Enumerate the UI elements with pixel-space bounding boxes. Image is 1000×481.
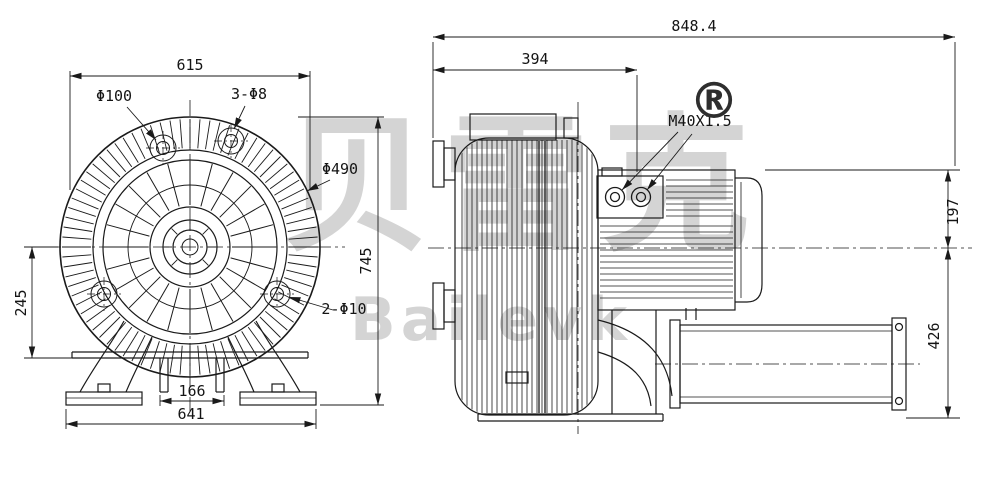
- silencer-bolt-bottom: [894, 396, 904, 406]
- brand-watermark-latin: Bailevk: [350, 285, 633, 355]
- dim-text-197: 197: [944, 198, 962, 225]
- base-frame: [477, 310, 664, 422]
- silencer: [669, 317, 907, 411]
- dim-text-641: 641: [177, 405, 204, 423]
- lifting-lug: [563, 117, 579, 139]
- blower-housing: [454, 113, 599, 416]
- label-top-holes: 3-Φ8: [231, 85, 267, 130]
- dim-total-length: 848.4: [432, 17, 956, 166]
- dim-text-615: 615: [176, 56, 203, 74]
- dim-text-745: 745: [357, 247, 375, 274]
- inlet-flanges: [432, 140, 456, 330]
- label-outer-diameter: Φ490: [306, 160, 358, 192]
- blower-front-view: [45, 100, 345, 412]
- dim-text-848-4: 848.4: [671, 17, 716, 35]
- hub-spokes: [164, 221, 216, 273]
- motor: [597, 169, 763, 311]
- dim-feet-spacing: 166: [159, 382, 225, 406]
- motor-fins-upper: [666, 179, 733, 217]
- label-text-m40x15: M40X1.5: [668, 112, 731, 130]
- label-text-2phi10: 2-Φ10: [321, 300, 366, 318]
- blower-side-view: [428, 102, 972, 434]
- dim-front-length: 394: [433, 50, 638, 172]
- support-legs: [79, 320, 301, 393]
- label-text-phi100: Φ100: [96, 87, 132, 105]
- cable-glands: [604, 186, 652, 208]
- mounting-hole-bottom-left: [87, 277, 121, 311]
- label-bottom-holes: 2-Φ10: [288, 296, 367, 318]
- top-cap: [469, 113, 557, 141]
- impeller-spokes: [104, 161, 276, 333]
- dim-top-width: 615: [69, 56, 311, 190]
- foot-pads: [65, 383, 317, 406]
- dim-text-426: 426: [925, 322, 943, 349]
- mounting-hole-top-right: [214, 124, 248, 158]
- mounting-bracket: [71, 351, 309, 359]
- dim-text-245: 245: [12, 289, 30, 316]
- dim-text-166: 166: [178, 382, 205, 400]
- label-cable-gland-thread: M40X1.5: [621, 112, 732, 191]
- housing-cooling-fins: [461, 140, 593, 413]
- dim-center-to-bottom: 426: [906, 248, 960, 419]
- motor-fins-lower: [600, 225, 733, 299]
- registered-trademark-symbol: ®: [689, 72, 739, 130]
- dimensions: 615 Φ100 3-Φ8 Φ490 745: [12, 17, 962, 429]
- outlet-pipe: [597, 308, 697, 407]
- dim-center-to-base: 245: [12, 246, 74, 359]
- mounting-hole-top-left: [146, 131, 180, 165]
- dim-center-to-top: 197: [765, 169, 962, 248]
- terminal-box: [596, 167, 664, 219]
- silencer-bolt-top: [894, 322, 904, 332]
- label-text-3phi8: 3-Φ8: [231, 85, 267, 103]
- mounting-hole-bottom-right: [260, 277, 294, 311]
- label-hole-circle: Φ100: [96, 87, 157, 141]
- label-text-phi490: Φ490: [322, 160, 358, 178]
- dim-base-width: 641: [65, 405, 317, 429]
- dim-text-394: 394: [521, 50, 548, 68]
- dim-total-height: 745: [298, 116, 384, 406]
